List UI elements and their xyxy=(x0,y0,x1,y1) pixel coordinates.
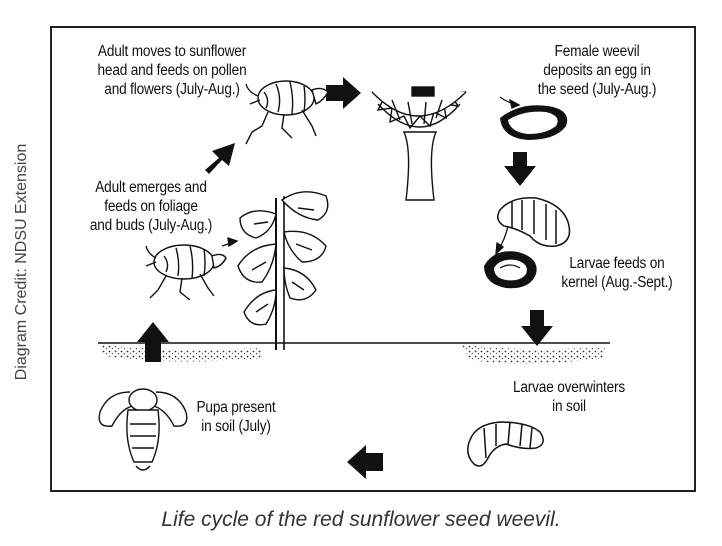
stage-emerge-label: Adult emerges and feeds on foliage and b… xyxy=(89,179,213,234)
pupa-icon xyxy=(98,388,188,471)
stage-female-egg-label: Female weevil deposits an egg in the see… xyxy=(537,43,657,98)
stage-pupa-label: Pupa present in soil (July) xyxy=(196,399,276,435)
seed-icon xyxy=(500,105,568,140)
figure-caption: Life cycle of the red sunflower seed wee… xyxy=(161,508,561,531)
pointer-arrows xyxy=(221,96,521,256)
arrow-down-icon xyxy=(504,152,536,186)
stage-overwinter-label: Larvae overwinters in soil xyxy=(512,379,626,415)
arrow-left-icon xyxy=(347,445,383,479)
cycle-arrows xyxy=(137,77,553,479)
overwintering-larva-icon xyxy=(467,421,544,467)
stage-larvae-kernel-label: Larvae feeds on kernel (Aug.-Sept.) xyxy=(561,255,673,291)
diagram-frame xyxy=(50,26,696,492)
sunflower-head-icon xyxy=(371,86,467,201)
arrow-up-icon xyxy=(137,322,169,362)
weevil-adult-icon xyxy=(145,244,227,301)
weevil-adult-icon xyxy=(245,80,329,145)
sunflower-plant-icon xyxy=(237,191,329,350)
arrow-diagonal-icon xyxy=(205,143,235,174)
arrow-down-icon xyxy=(521,310,553,346)
arrow-right-icon xyxy=(326,77,361,109)
kernel-icon xyxy=(484,251,537,289)
soil-surface xyxy=(98,342,610,364)
stage-adult-head-label: Adult moves to sunflower head and feeds … xyxy=(97,43,247,98)
larva-icon xyxy=(497,197,571,248)
